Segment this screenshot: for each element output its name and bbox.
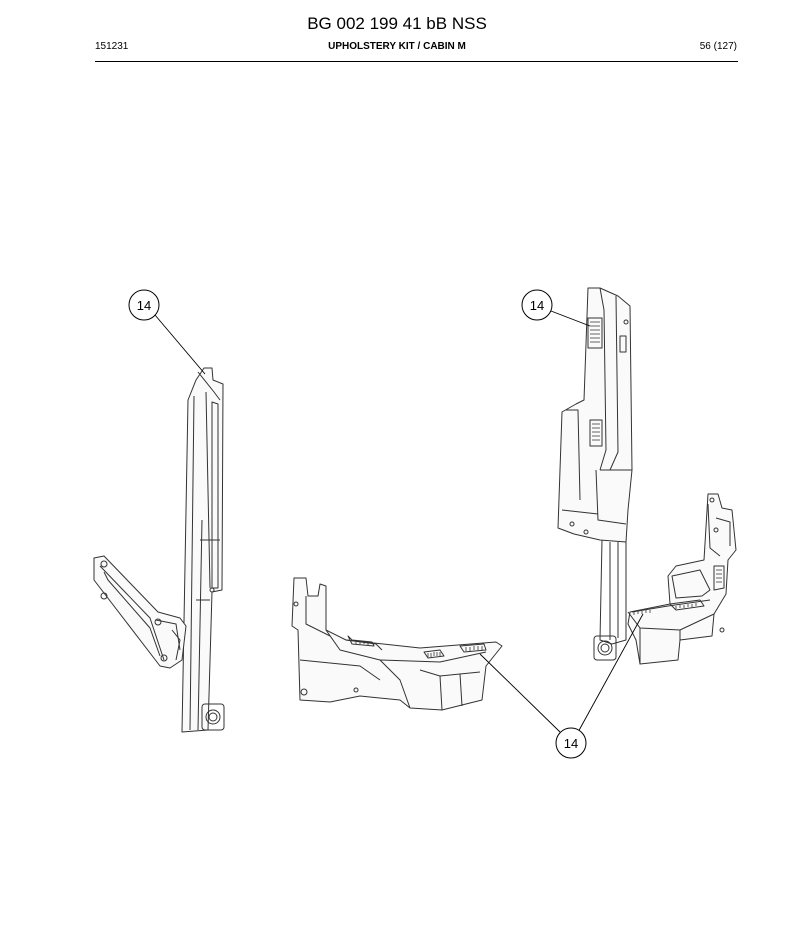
right-lower-trim [627, 493, 737, 665]
center-trim-piece [291, 577, 503, 711]
callout-label-1: 14 [137, 298, 151, 313]
right-pillar-trim [557, 287, 633, 661]
callout-balloon-1: 14 [128, 289, 160, 321]
page-info: 56 (127) [699, 41, 737, 52]
left-pillar-trim [181, 367, 225, 733]
document-code: 151231 [95, 41, 129, 52]
header-rule [95, 61, 738, 62]
callout-label-2: 14 [530, 298, 544, 313]
callout-leaders [154, 310, 644, 735]
callout-balloon-3: 14 [555, 727, 587, 759]
callout-label-3: 14 [564, 736, 578, 751]
callout-balloon-2: 14 [521, 289, 553, 321]
section-title: UPHOLSTERY KIT / CABIN M [328, 41, 466, 52]
document-number: BG 002 199 41 bB NSS [307, 14, 487, 33]
left-bracket [93, 555, 187, 669]
